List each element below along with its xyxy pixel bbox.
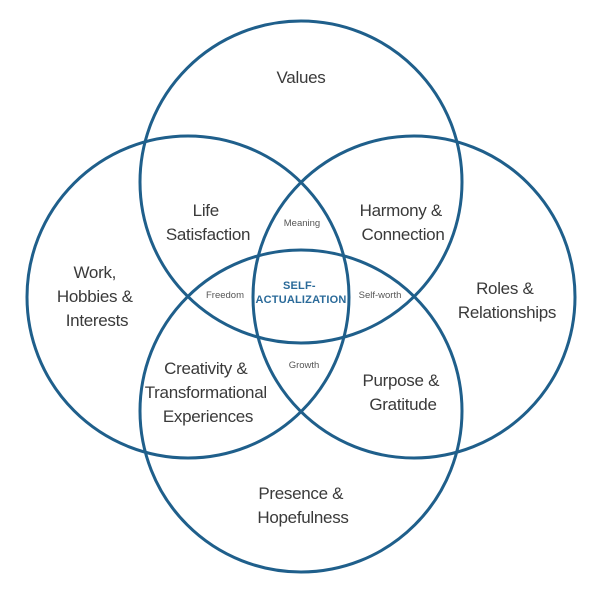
label-presence-hopefulness: Presence & Hopefulness: [257, 484, 348, 527]
circle-work-hobbies-interests: [25, 134, 351, 460]
label-harmony-connection: Harmony & Connection: [360, 201, 447, 244]
label-meaning: Meaning: [284, 218, 320, 229]
label-self-worth: Self-worth: [359, 290, 402, 301]
circle-values: [138, 19, 464, 345]
label-growth: Growth: [289, 360, 320, 371]
label-roles-relationships: Roles & Relationships: [458, 279, 556, 322]
label-self-actualization: SELF- ACTUALIZATION: [256, 280, 347, 306]
label-work-hobbies-interests: Work, Hobbies & Interests: [57, 263, 137, 330]
circle-roles-relationships: [251, 134, 577, 460]
label-values: Values: [277, 68, 326, 87]
label-life-satisfaction: Life Satisfaction: [166, 201, 250, 244]
label-creativity-transformational: Creativity & Transformational Experience…: [145, 359, 272, 426]
label-purpose-gratitude: Purpose & Gratitude: [362, 371, 443, 414]
label-freedom: Freedom: [206, 290, 244, 301]
circle-presence-hopefulness: [138, 248, 464, 574]
